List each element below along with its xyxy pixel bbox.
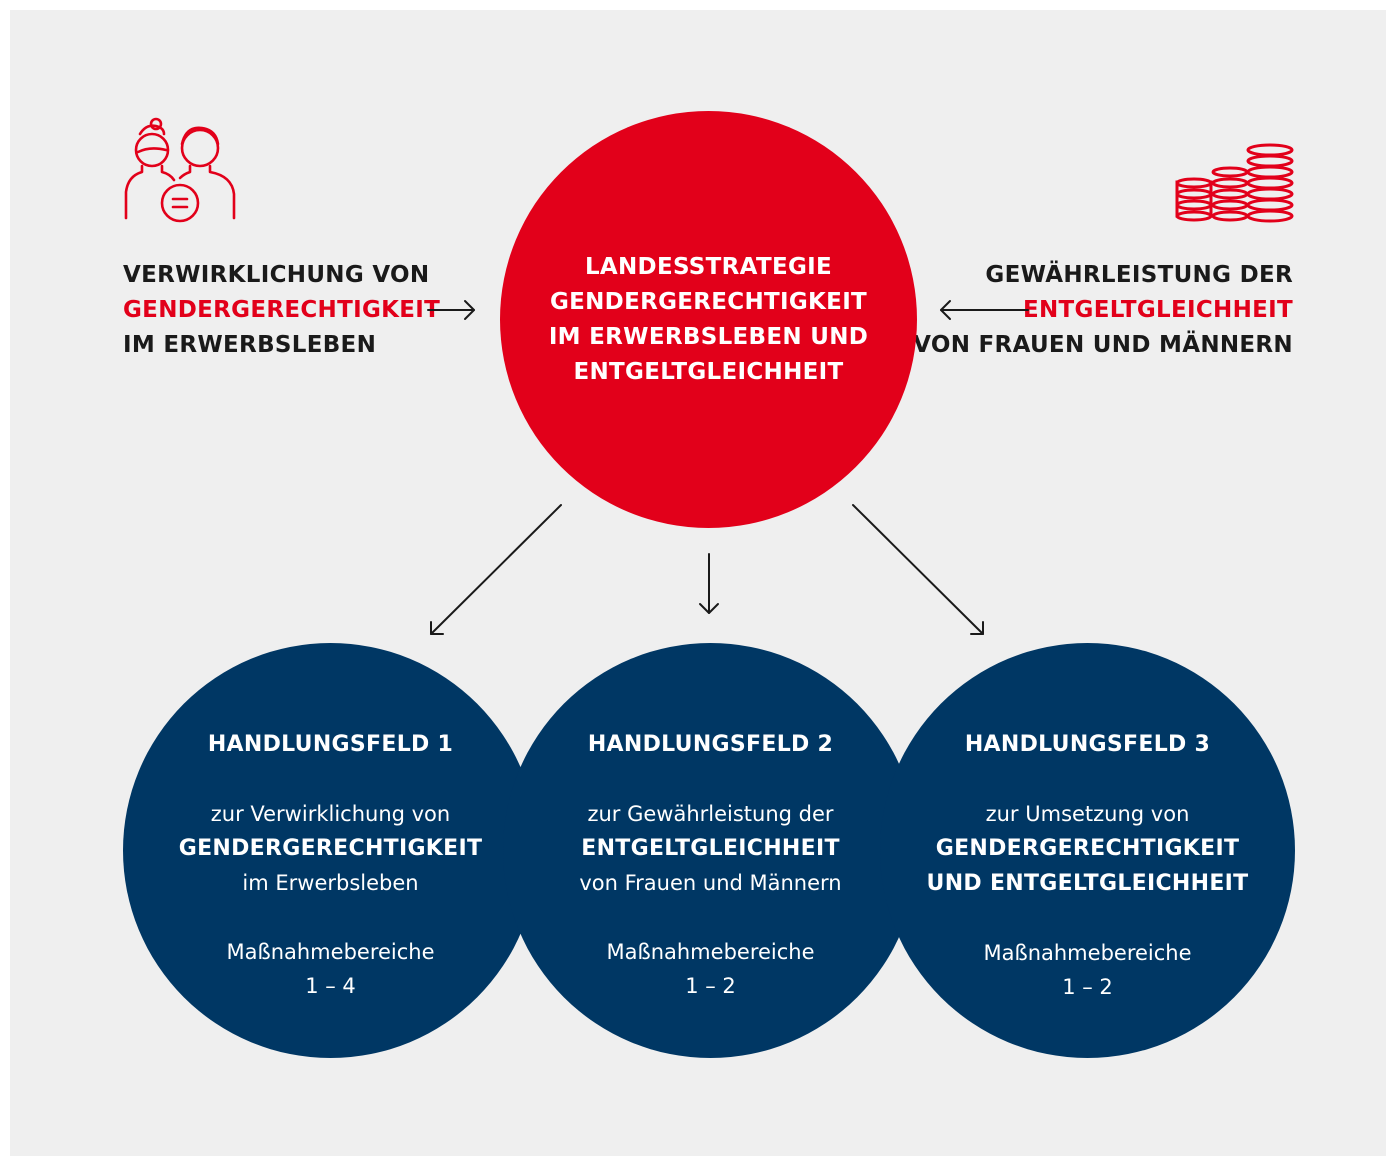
- right-line-2: ENTGELTGLEICHHEIT: [1022, 297, 1293, 323]
- field-title: HANDLUNGSFELD 2: [587, 732, 834, 757]
- left-line-3: IM ERWERBSLEBEN: [123, 332, 377, 358]
- people-equality-icon-shape: [124, 117, 236, 223]
- left-line-1: VERWIRKLICHUNG VON: [123, 262, 430, 288]
- field-measures-label: Maßnahmebereiche: [983, 941, 1192, 965]
- strategy-line-1: LANDESSTRATEGIE: [584, 253, 833, 280]
- arrow-to-handlungsfeld-2: [699, 553, 719, 614]
- field-measures-range: 1 – 2: [685, 974, 736, 998]
- field-desc-2: GENDERGERECHTIGKEIT: [178, 836, 483, 861]
- field-desc-2: ENTGELTGLEICHHEIT: [581, 836, 840, 861]
- field-desc-1: zur Gewährleistung der: [587, 802, 834, 826]
- right-line-3: VON FRAUEN UND MÄNNERN: [913, 332, 1293, 358]
- right-line-1: GEWÄHRLEISTUNG DER: [985, 262, 1293, 288]
- field-desc-3: im Erwerbsleben: [242, 871, 419, 895]
- strategy-line-3: IM ERWERBSLEBEN UND: [548, 323, 869, 350]
- handlungsfeld-3-circle: HANDLUNGSFELD 3 zur Umsetzung von GENDER…: [880, 643, 1295, 1058]
- field-desc-3: UND ENTGELTGLEICHHEIT: [926, 871, 1249, 896]
- handlungsfeld-1-circle: HANDLUNGSFELD 1 zur Verwirklichung von G…: [123, 643, 538, 1058]
- field-desc-3: von Frauen und Männern: [579, 871, 842, 895]
- handlungsfeld-2-circle: HANDLUNGSFELD 2 zur Gewährleistung der E…: [503, 643, 918, 1058]
- left-line-2: GENDERGERECHTIGKEIT: [123, 297, 441, 323]
- field-measures-range: 1 – 4: [305, 974, 356, 998]
- field-measures-label: Maßnahmebereiche: [606, 940, 815, 964]
- arrow-to-handlungsfeld-1: [430, 504, 562, 635]
- field-title: HANDLUNGSFELD 1: [207, 732, 454, 757]
- right-statement: GEWÄHRLEISTUNG DER ENTGELTGLEICHHEIT VON…: [913, 258, 1293, 363]
- field-desc-1: zur Umsetzung von: [985, 802, 1190, 826]
- field-desc-2: GENDERGERECHTIGKEIT: [935, 836, 1240, 861]
- field-measures-label: Maßnahmebereiche: [226, 940, 435, 964]
- field-title: HANDLUNGSFELD 3: [964, 732, 1211, 757]
- arrow-left-to-center: [427, 300, 475, 320]
- left-statement: VERWIRKLICHUNG VON GENDERGERECHTIGKEIT I…: [123, 258, 440, 363]
- strategy-line-4: ENTGELTGLEICHHEIT: [573, 358, 844, 385]
- strategy-circle: LANDESSTRATEGIE GENDERGERECHTIGKEIT IM E…: [500, 111, 917, 528]
- arrow-right-to-center: [940, 300, 1029, 320]
- field-measures-range: 1 – 2: [1062, 975, 1113, 999]
- field-desc-1: zur Verwirklichung von: [210, 802, 451, 826]
- strategy-line-2: GENDERGERECHTIGKEIT: [549, 288, 868, 315]
- arrow-to-handlungsfeld-3: [852, 504, 984, 635]
